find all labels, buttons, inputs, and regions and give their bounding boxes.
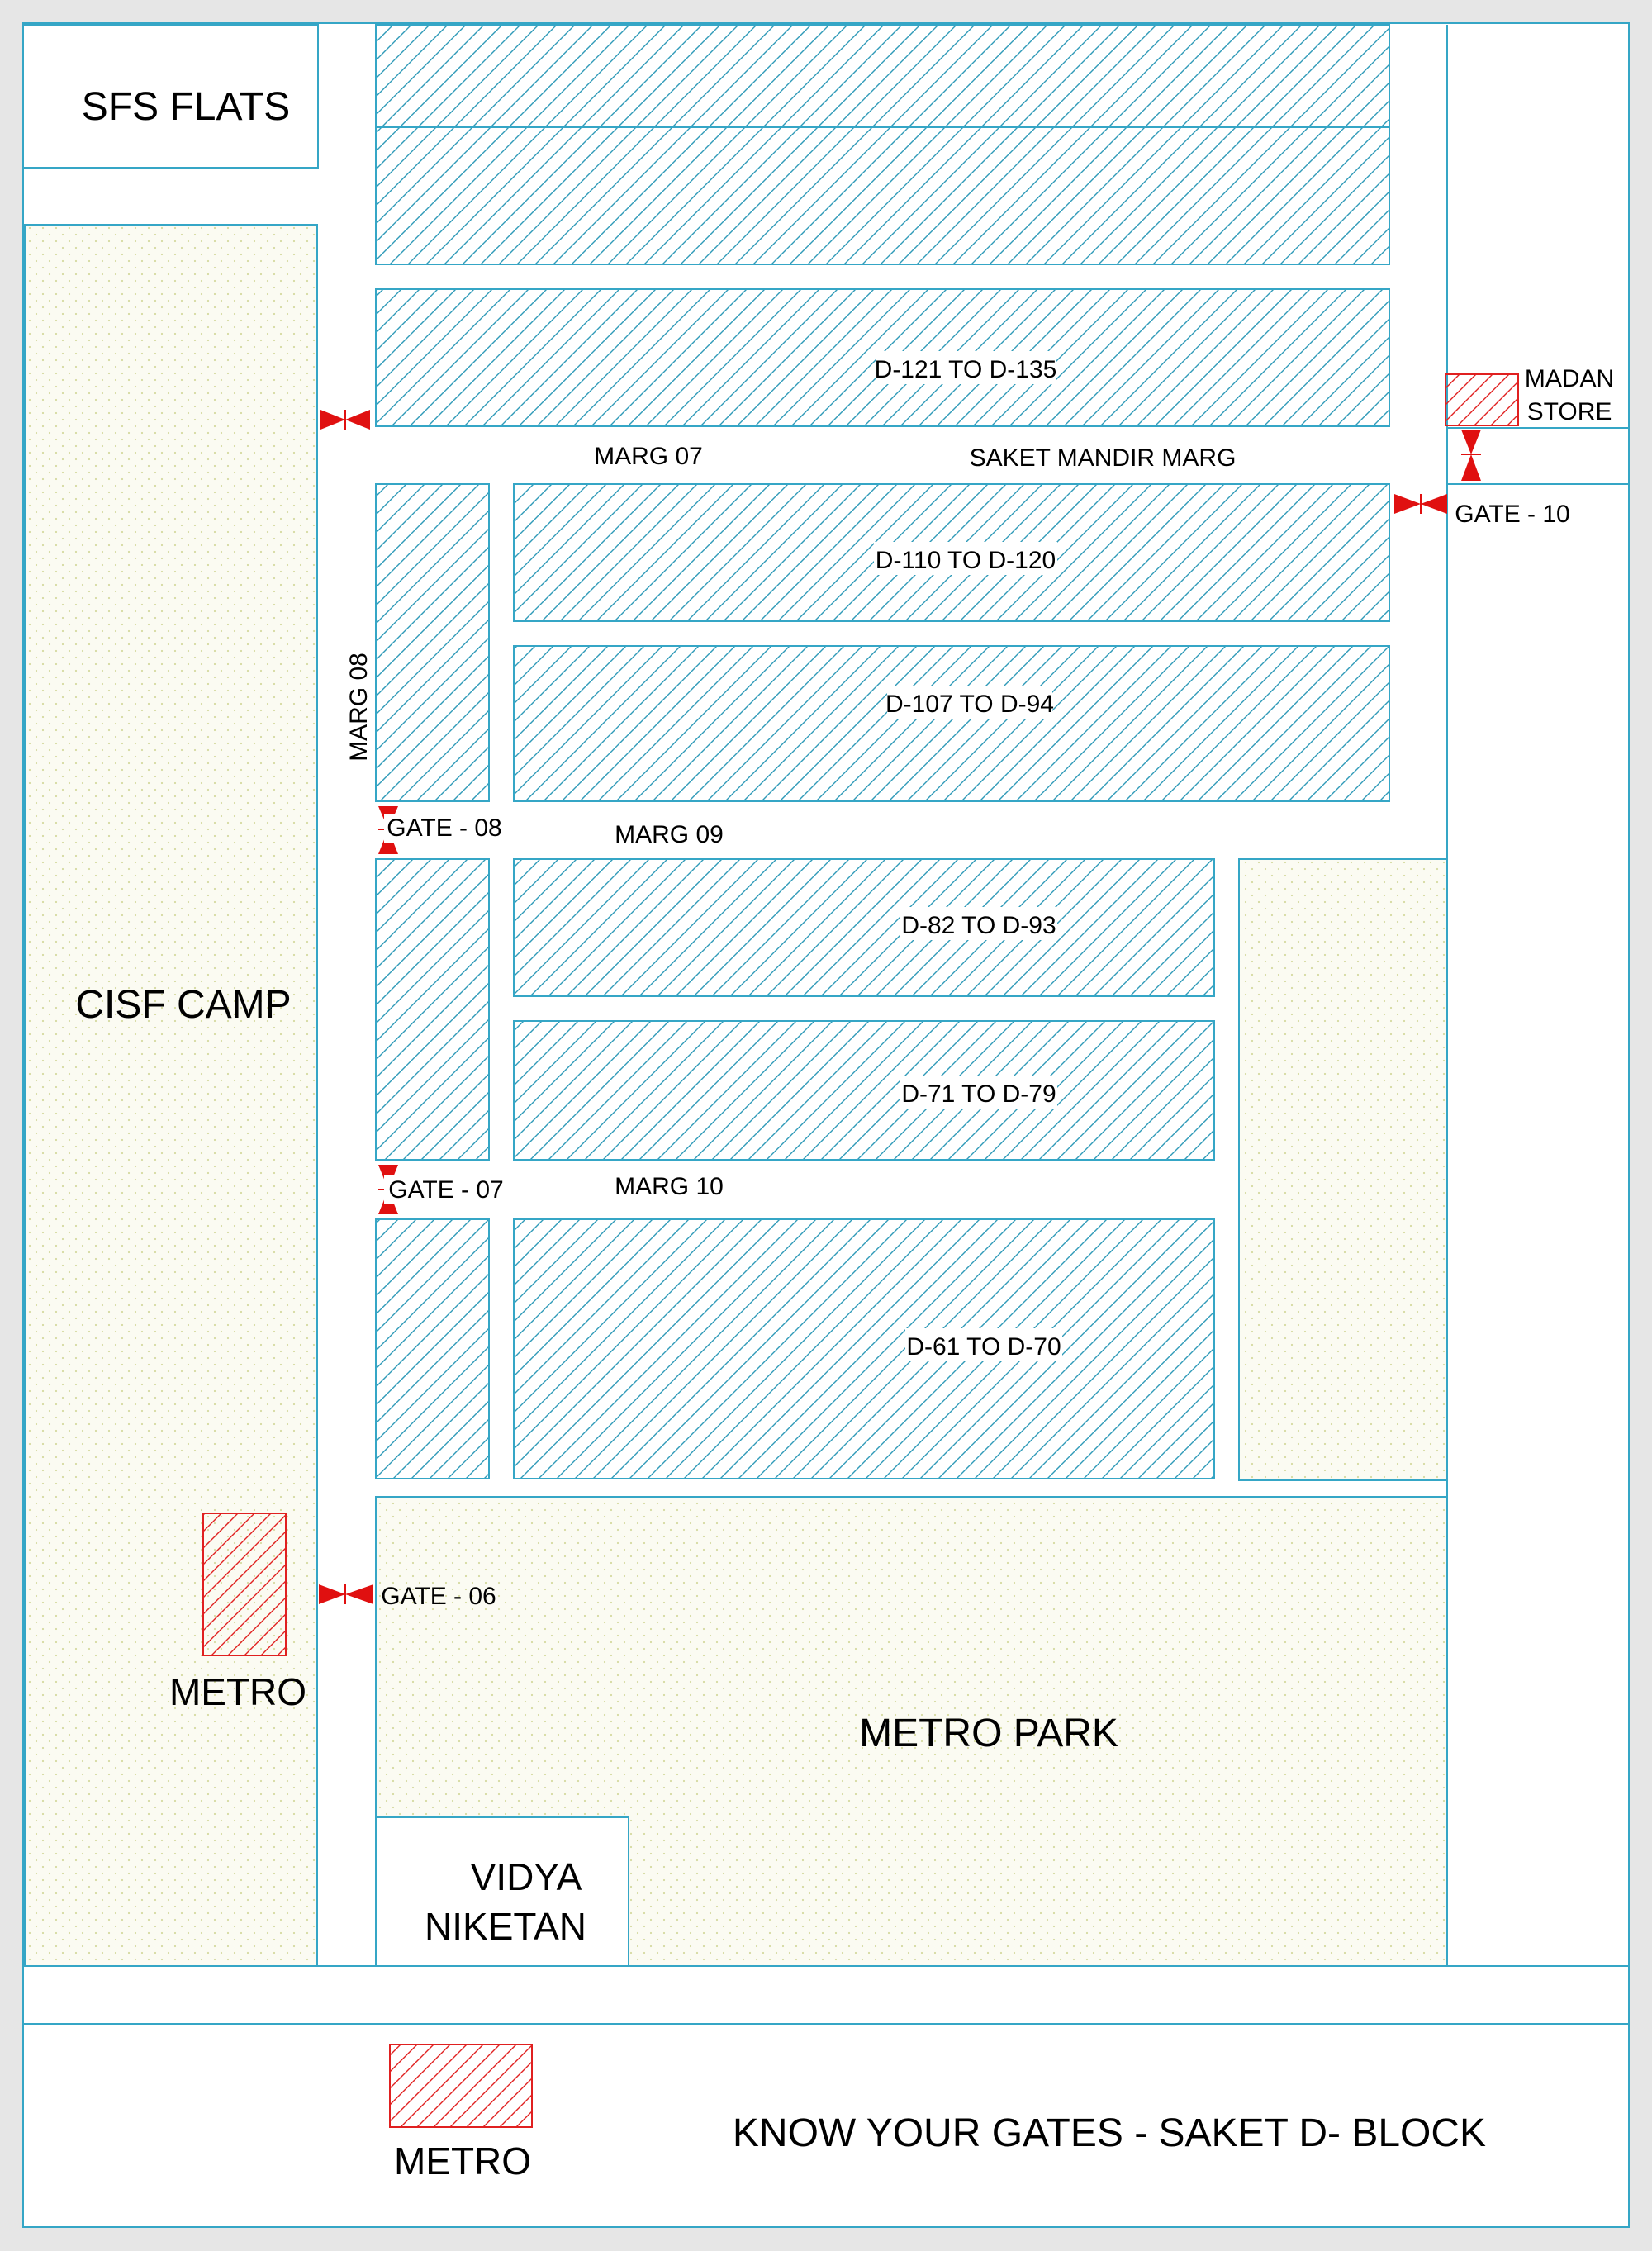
gate-label-07: GATE - 07 <box>388 1176 503 1204</box>
sfs-flats-area <box>22 24 319 169</box>
map-title: KNOW YOUR GATES - SAKET D- BLOCK <box>733 2111 1486 2155</box>
madan-store-label-1: MADAN <box>1525 365 1614 392</box>
housing-block-marg08-a <box>375 483 490 802</box>
block-label-d61: D-61 TO D-70 <box>906 1333 1061 1361</box>
block-label-d71: D-71 TO D-79 <box>901 1080 1056 1108</box>
housing-block-d82 <box>513 858 1215 997</box>
road-label-saket-mandir-marg: SAKET MANDIR MARG <box>970 444 1237 472</box>
sfs-flats-label: SFS FLATS <box>82 85 291 129</box>
label-bg-d107 <box>887 686 1052 719</box>
gate-label-10: GATE - 10 <box>1455 501 1569 528</box>
gate-marker-10 <box>1394 494 1447 514</box>
vidya-niketan-area <box>375 1816 629 1967</box>
housing-block-top-1 <box>375 24 1390 128</box>
vidya-niketan-label-2: NIKETAN <box>425 1905 586 1948</box>
housing-block-d71 <box>513 1020 1215 1161</box>
road-label-marg10: MARG 10 <box>615 1173 724 1200</box>
gate-marker-marg07-west <box>320 410 370 430</box>
housing-block-d61 <box>513 1218 1215 1479</box>
block-label-d82: D-82 TO D-93 <box>901 912 1056 939</box>
label-bg-gate08 <box>384 814 504 843</box>
gate-label-06: GATE - 06 <box>381 1583 496 1610</box>
metro-left-label: METRO <box>169 1670 306 1713</box>
metro-station-bottom <box>389 2044 533 2128</box>
housing-block-marg08-b <box>375 858 490 1161</box>
madan-store-area <box>1445 373 1519 426</box>
housing-block-d107 <box>513 645 1390 802</box>
road-label-marg07: MARG 07 <box>594 443 703 470</box>
metro-station-left <box>202 1513 287 1656</box>
block-label-d107: D-107 TO D-94 <box>885 691 1054 718</box>
label-bg-d121 <box>876 351 1056 384</box>
gate-marker-06 <box>319 1584 373 1604</box>
metro-park-label: METRO PARK <box>859 1712 1118 1755</box>
housing-block-top-2 <box>375 126 1390 265</box>
label-bg-d110 <box>874 542 1057 575</box>
housing-block-marg08-c <box>375 1218 490 1479</box>
madan-store-label-2: STORE <box>1527 398 1612 425</box>
label-bg-d71 <box>900 1076 1057 1109</box>
cisf-camp-label: CISF CAMP <box>75 983 291 1027</box>
label-bg-gate07 <box>384 1175 504 1204</box>
label-bg-d61 <box>905 1328 1062 1361</box>
road-label-marg09: MARG 09 <box>615 821 724 848</box>
road-label-marg08: MARG 08 <box>345 653 373 762</box>
gate-marker-madan <box>1461 430 1481 481</box>
metro-bottom-label: METRO <box>394 2139 531 2182</box>
label-bg-d82 <box>900 907 1057 940</box>
vidya-niketan-label-1: VIDYA <box>471 1855 582 1898</box>
green-strip <box>1238 858 1448 1481</box>
block-label-d110: D-110 TO D-120 <box>876 547 1056 574</box>
gate-label-08: GATE - 08 <box>387 814 501 842</box>
block-label-d121: D-121 TO D-135 <box>875 356 1057 383</box>
